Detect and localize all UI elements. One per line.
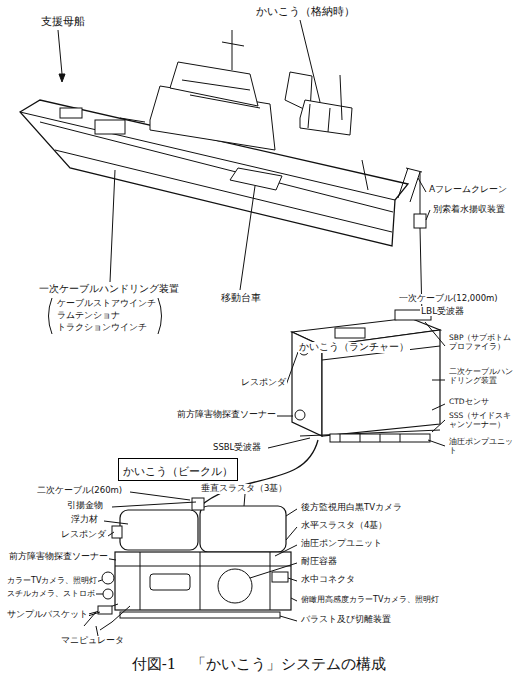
- part-label: 油圧ポンプユニット: [300, 539, 383, 549]
- part-label: 二次ケーブル(260m): [36, 486, 123, 496]
- part-label: 水平スラスタ（4基）: [300, 521, 388, 531]
- part-label: ラムテンショナ: [56, 310, 121, 320]
- part-label: 水中コネクタ: [300, 575, 356, 585]
- part-label: かいこう（ランチャー）: [298, 342, 410, 353]
- part-label: レスポンダ: [240, 378, 287, 388]
- part-label: マニピュレータ: [60, 636, 125, 646]
- part-label: トラクションウインチ: [56, 322, 148, 332]
- part-label: SBP（サブボトムプロファイラ）: [448, 334, 516, 351]
- part-label: 前方障害物探査ソーナー: [176, 410, 277, 420]
- part-label: 一次ケーブルハンドリング装置: [38, 283, 180, 295]
- part-label: SSS（サイドスキャンソーナー）: [448, 412, 516, 429]
- part-label: LBL受波器: [420, 306, 465, 316]
- part-label: スチルカメラ、ストロボ: [6, 589, 96, 598]
- part-label: CTDセンサ: [448, 398, 490, 407]
- support-ship: [20, 30, 426, 246]
- part-label: 一次ケーブル(12,000m): [398, 294, 499, 304]
- vehicle-title-box: かいこう（ビークル）: [118, 458, 238, 481]
- part-label: 前方障害物探査ソーナー: [8, 552, 109, 562]
- part-label: サンプルバスケット: [6, 610, 89, 620]
- part-label: 二次ケーブルハンドリング装置: [448, 368, 516, 385]
- part-label: 耐圧容器: [300, 557, 338, 567]
- part-label: 油圧ポンプユニット: [448, 438, 516, 455]
- part-label: レスポンダ: [60, 530, 107, 540]
- vehicle: [74, 498, 291, 630]
- part-label: カラーTVカメラ、照明灯: [6, 576, 98, 585]
- part-label: 別索着水揚収装置: [432, 204, 506, 214]
- part-label: 俯瞰用高感度カラーTVカメラ、照明灯: [300, 595, 440, 604]
- part-label: 浮力材: [70, 515, 99, 525]
- launcher: [292, 310, 440, 442]
- part-label: かいこう（格納時）: [255, 6, 356, 19]
- part-label: ケーブルストアウインチ: [56, 298, 157, 308]
- part-label: 移動台車: [220, 292, 262, 304]
- part-label: SSBL受波器: [212, 443, 262, 453]
- part-label: バラスト及び切離装置: [300, 615, 392, 625]
- box-text: かいこう（ビークル）: [123, 465, 233, 477]
- part-label: 支援母船: [40, 16, 86, 29]
- part-label: Aフレームクレーン: [428, 184, 508, 194]
- part-label: 後方監視用白黒TVカメラ: [300, 503, 403, 513]
- part-label: 引揚金物: [66, 501, 104, 511]
- figure-caption: 付図-1 「かいこう」システムの構成: [0, 655, 518, 674]
- part-label: 垂直スラスタ（3基）: [200, 484, 288, 494]
